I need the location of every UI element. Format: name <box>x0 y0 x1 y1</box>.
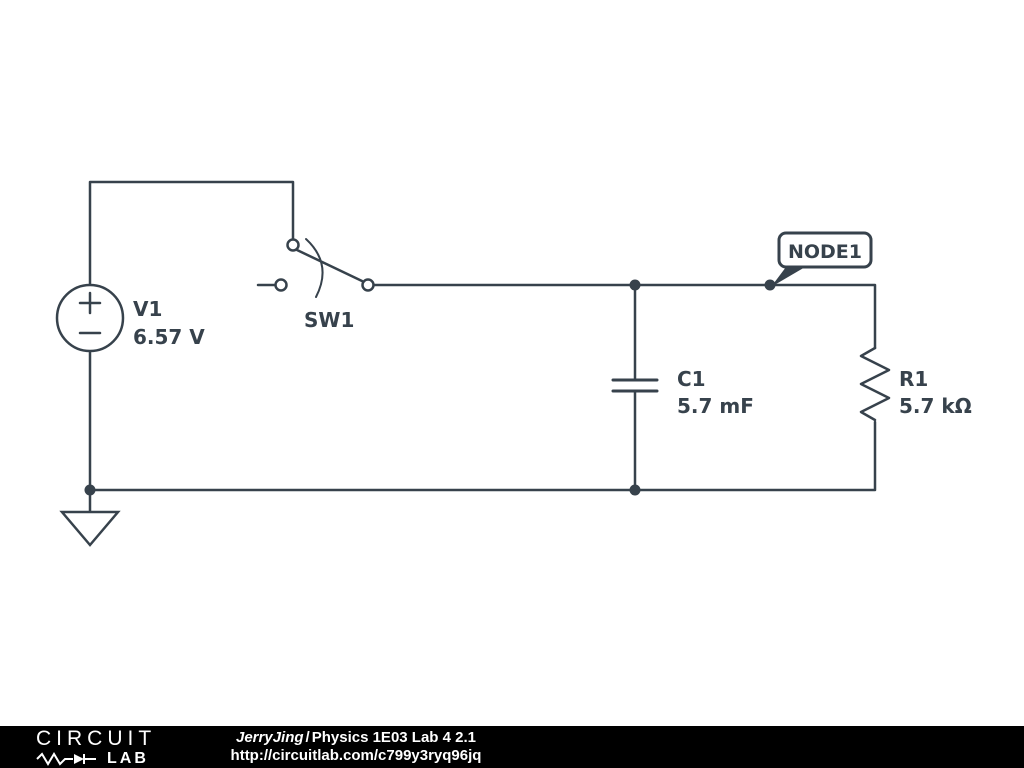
capacitor[interactable]: C1 5.7 mF <box>611 367 754 418</box>
switch-terminal-right <box>361 278 375 292</box>
node-flag-tail <box>771 263 812 287</box>
wire-top-left <box>88 180 295 287</box>
resistor-zigzag[interactable] <box>859 346 891 422</box>
node-flag[interactable]: NODE1 <box>764 231 873 291</box>
switch-ref: SW1 <box>304 308 354 332</box>
switch-throw-arc <box>305 238 324 298</box>
credit-line: JerryJing/Physics 1E03 Lab 4 2.1 <box>215 729 497 747</box>
wires <box>88 180 877 492</box>
junction-dot <box>629 484 641 496</box>
switch-terminal-top <box>286 238 300 252</box>
ground-triangle <box>59 510 121 547</box>
capacitor-ref: C1 <box>677 367 706 391</box>
node-dot <box>764 279 776 291</box>
node-flag-label: NODE1 <box>788 241 862 263</box>
switch-lever[interactable] <box>295 248 364 283</box>
voltage-source[interactable]: V1 6.57 V <box>55 283 205 353</box>
junction-dot <box>629 279 641 291</box>
ground-symbol[interactable] <box>59 488 121 547</box>
credit-separator: / <box>305 729 310 746</box>
resistor-ref: R1 <box>899 367 928 391</box>
voltage-source-ref: V1 <box>133 297 162 321</box>
wire-bottom <box>88 349 877 492</box>
circuit-url[interactable]: http://circuitlab.com/c799y3ryq96jq <box>230 747 482 764</box>
footer-bar: CIRCUIT LAB JerryJing/Physics 1E03 Lab 4… <box>0 726 1024 768</box>
resistor[interactable]: R1 5.7 kΩ <box>859 346 972 422</box>
schematic-canvas: V1 6.57 V SW1 C1 5.7 mF R1 5.7 kΩ <box>55 180 972 547</box>
junction-dots <box>84 279 641 496</box>
circuit-title: Physics 1E03 Lab 4 2.1 <box>311 729 476 746</box>
capacitor-plates[interactable] <box>611 378 659 393</box>
node-flag-box[interactable] <box>777 231 873 269</box>
resistor-value: 5.7 kΩ <box>899 394 972 418</box>
voltage-source-body[interactable] <box>55 283 125 353</box>
logo-text-lab: LAB <box>107 749 149 767</box>
switch[interactable]: SW1 <box>256 238 375 332</box>
author-name: JerryJing <box>236 729 304 746</box>
voltage-source-value: 6.57 V <box>133 325 205 349</box>
logo-text-circuit: CIRCUIT <box>36 726 157 750</box>
capacitor-value: 5.7 mF <box>677 394 754 418</box>
credits-block: JerryJing/Physics 1E03 Lab 4 2.1 http://… <box>215 729 497 765</box>
wire-output <box>372 283 877 350</box>
logo-waveform-icon <box>36 751 96 766</box>
circuitlab-logo[interactable]: CIRCUIT LAB <box>36 728 156 767</box>
switch-terminal-left <box>274 278 288 292</box>
plus-sign <box>78 291 102 315</box>
